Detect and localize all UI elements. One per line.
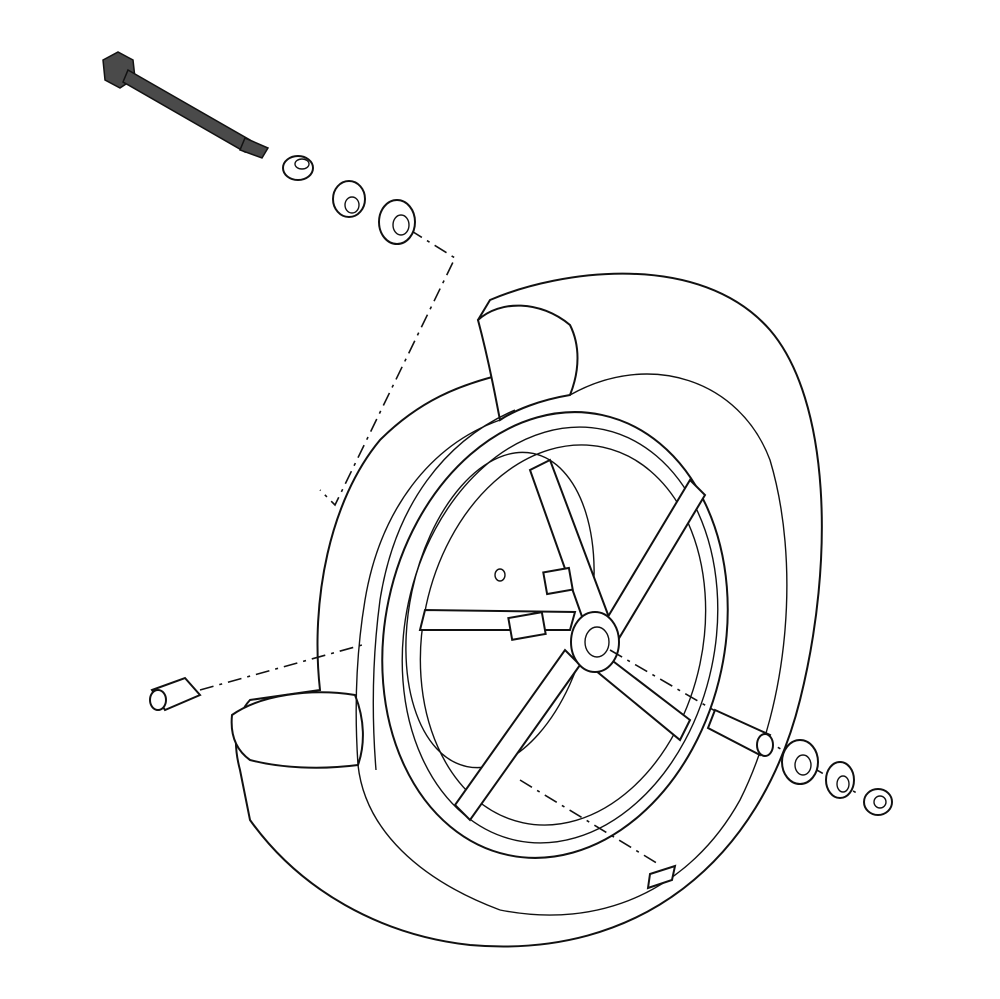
axle-bolt: [102, 51, 270, 159]
spacer: [706, 708, 774, 757]
oil-seal-right: [825, 761, 855, 799]
wheel-rim: [381, 411, 729, 859]
bearing-right: [781, 739, 819, 785]
bearing-left: [378, 199, 416, 245]
assembly-lines: [199, 229, 861, 866]
collar-left: [282, 155, 314, 181]
collar-right: [863, 788, 893, 816]
wheel-hub: [494, 568, 620, 673]
balance-weight: [646, 864, 677, 890]
oil-seal-left: [332, 180, 366, 218]
valve-stem: [149, 676, 202, 712]
